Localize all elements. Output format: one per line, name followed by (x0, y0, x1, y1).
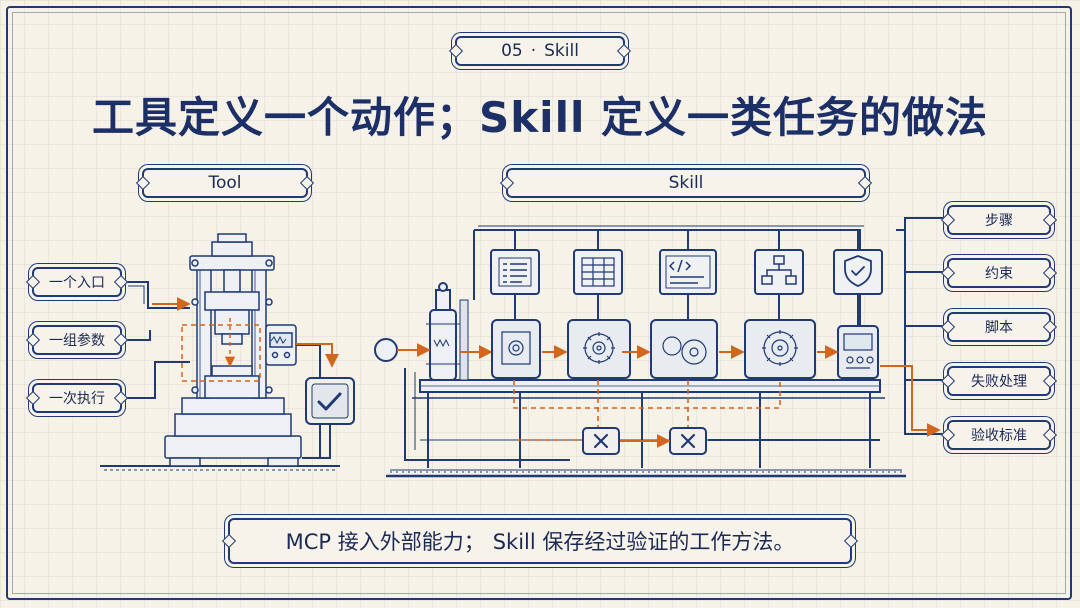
shield-check-icon (844, 255, 872, 287)
cross-icon (593, 433, 609, 449)
skill-panels (490, 249, 883, 295)
tool-label-execute: 一次执行 (32, 383, 122, 413)
failure-loop (513, 380, 781, 441)
skill-label-steps: 步骤 (947, 205, 1051, 235)
tool-heading: Tool (142, 168, 308, 198)
cross-icon (680, 433, 696, 449)
skill-label-failure: 失败处理 (947, 366, 1051, 396)
module-details (501, 330, 874, 369)
page-title: 工具定义一个动作；Skill 定义一类任务的做法 (92, 93, 988, 142)
tool-flow-arrows (152, 297, 339, 382)
inner-frame (12, 12, 1066, 594)
section-tag: 05 · Skill (455, 36, 625, 66)
skill-label-constraints: 约束 (947, 258, 1051, 288)
output-arrow (880, 365, 941, 437)
section-separator: · (530, 41, 537, 61)
skill-heading: Skill (506, 168, 866, 198)
tool-label-entry: 一个入口 (32, 267, 122, 297)
summary-banner: MCP 接入外部能力； Skill 保存经过验证的工作方法。 (228, 518, 852, 564)
flowchart-icon (761, 255, 797, 285)
summary-part-skill: Skill 保存经过验证的工作方法。 (492, 530, 795, 554)
tool-input-pipes (124, 281, 190, 399)
tool-result-box (305, 377, 355, 425)
section-number: 05 (501, 41, 523, 61)
skill-inlet (374, 282, 469, 381)
checkmark-icon (317, 392, 342, 411)
tool-label-params: 一组参数 (32, 325, 122, 355)
section-name: Skill (544, 41, 579, 61)
table-grid-icon (581, 257, 615, 287)
skill-label-scripts: 脚本 (947, 312, 1051, 342)
outer-frame (6, 6, 1072, 600)
list-doc-icon (498, 257, 532, 287)
skill-label-acceptance: 验收标准 (947, 420, 1051, 450)
tool-machine (100, 233, 340, 471)
code-doc-icon (665, 255, 711, 289)
summary-part-mcp: MCP 接入外部能力； (285, 530, 485, 554)
skill-modules (491, 319, 879, 379)
